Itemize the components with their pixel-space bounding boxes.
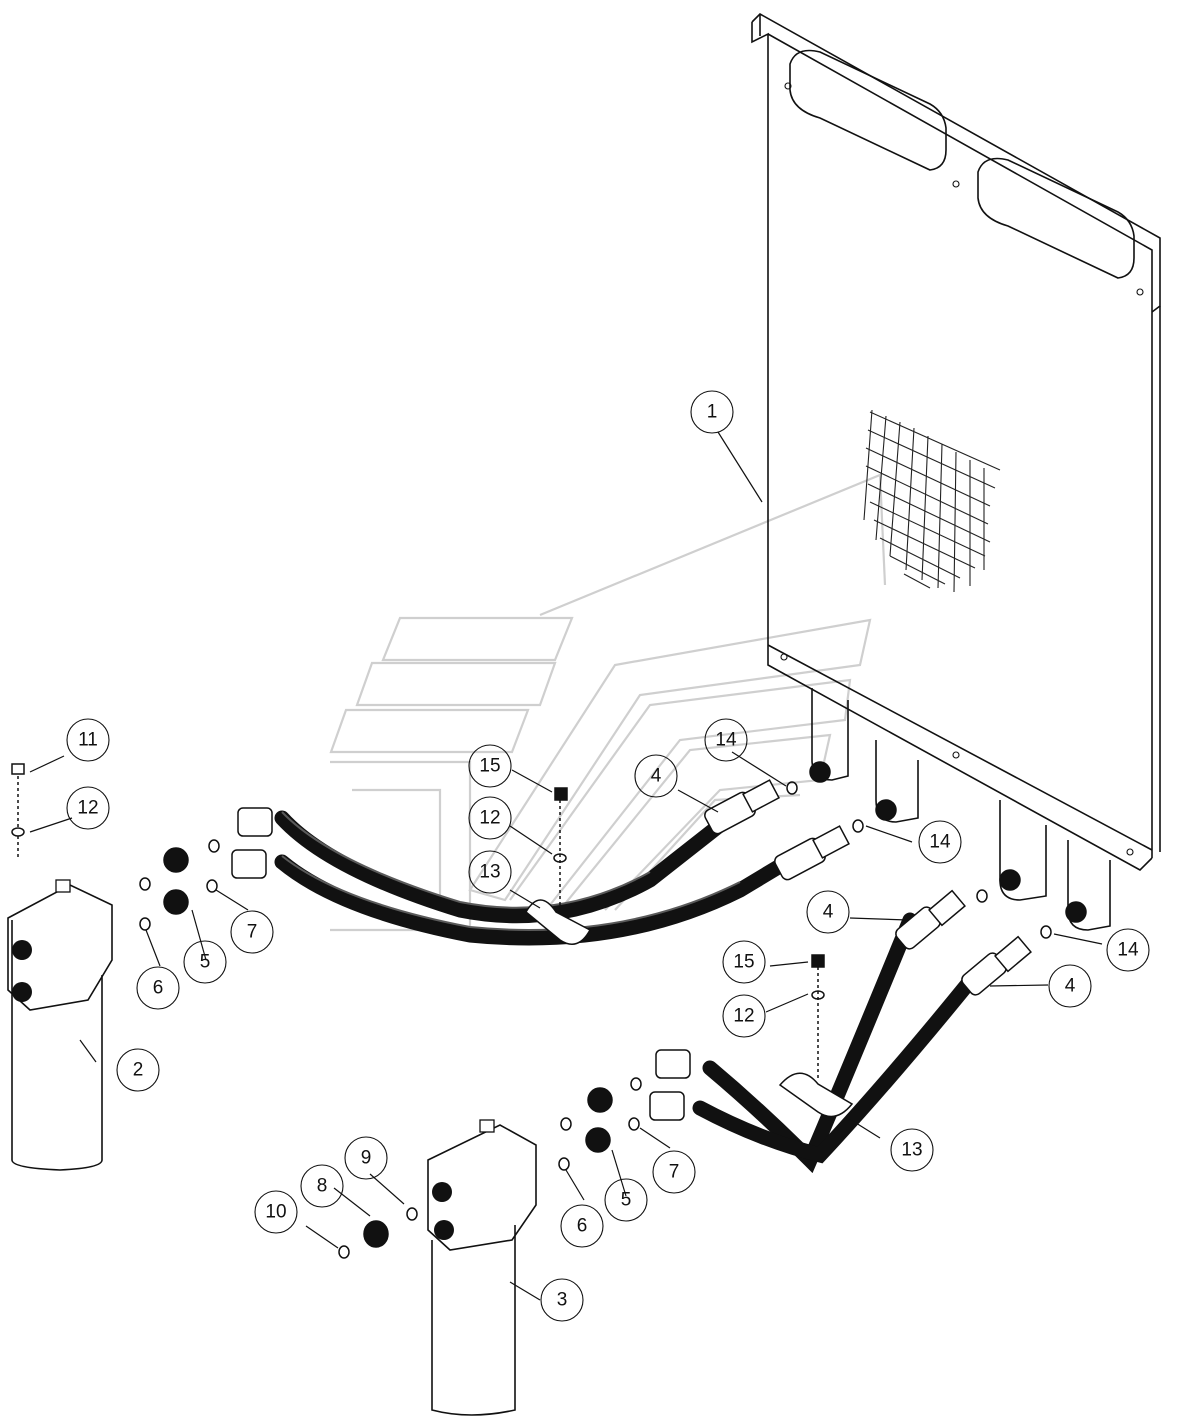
svg-text:10: 10 xyxy=(265,1202,286,1223)
svg-text:6: 6 xyxy=(577,1216,588,1237)
svg-text:12: 12 xyxy=(479,808,500,829)
callout-3: 3 xyxy=(540,1278,584,1322)
svg-text:12: 12 xyxy=(733,1006,754,1027)
callout-5-left: 5 xyxy=(183,940,227,984)
filter-assembly-3 xyxy=(427,1119,537,1416)
callout-1: 1 xyxy=(690,390,734,434)
callout-6-lower: 6 xyxy=(560,1204,604,1248)
callout-15-upper: 15 xyxy=(468,744,512,788)
svg-text:7: 7 xyxy=(669,1162,680,1183)
filter-assembly-2 xyxy=(7,879,113,1171)
callout-13-lower: 13 xyxy=(890,1128,934,1172)
adapters-and-orings xyxy=(11,761,1087,1259)
svg-text:12: 12 xyxy=(77,798,98,819)
hose-clamps xyxy=(525,899,854,1118)
callout-7-lower: 7 xyxy=(652,1150,696,1194)
svg-text:2: 2 xyxy=(133,1060,144,1081)
svg-text:13: 13 xyxy=(901,1140,922,1161)
radiator-core-mesh xyxy=(863,409,1001,593)
callout-14-middle: 14 xyxy=(918,820,962,864)
svg-text:7: 7 xyxy=(247,922,258,943)
svg-text:1: 1 xyxy=(707,402,718,423)
callout-11: 11 xyxy=(66,718,110,762)
leader-lines xyxy=(29,431,1103,1301)
callout-6-left: 6 xyxy=(136,966,180,1010)
svg-text:9: 9 xyxy=(361,1148,372,1169)
callout-15-lower: 15 xyxy=(722,940,766,984)
hose-fittings xyxy=(231,779,1032,1121)
callout-14-right: 14 xyxy=(1106,928,1150,972)
hydraulic-hoses xyxy=(274,810,983,1174)
radiator-panel xyxy=(751,13,1161,871)
radiator-outlet-brackets xyxy=(811,688,1111,931)
svg-text:6: 6 xyxy=(153,978,164,999)
callout-4-upper: 4 xyxy=(634,754,678,798)
svg-text:5: 5 xyxy=(200,952,211,973)
svg-text:11: 11 xyxy=(78,730,98,751)
callout-12-upper: 12 xyxy=(468,796,512,840)
svg-text:5: 5 xyxy=(621,1190,632,1211)
svg-text:15: 15 xyxy=(733,952,754,973)
svg-text:4: 4 xyxy=(651,766,662,787)
callout-12-left: 12 xyxy=(66,786,110,830)
callout-5-lower: 5 xyxy=(604,1178,648,1222)
svg-text:14: 14 xyxy=(929,832,951,853)
callout-2: 2 xyxy=(116,1048,160,1092)
svg-text:3: 3 xyxy=(557,1290,568,1311)
callout-4-right: 4 xyxy=(1048,964,1092,1008)
svg-text:14: 14 xyxy=(1117,940,1139,961)
callout-12-lower: 12 xyxy=(722,994,766,1038)
svg-text:13: 13 xyxy=(479,862,500,883)
svg-text:15: 15 xyxy=(479,756,500,777)
callout-8: 8 xyxy=(300,1164,344,1208)
callout-4-middle: 4 xyxy=(806,890,850,934)
callout-9: 9 xyxy=(344,1136,388,1180)
svg-text:4: 4 xyxy=(823,902,834,923)
svg-text:4: 4 xyxy=(1065,976,1076,997)
svg-text:8: 8 xyxy=(317,1176,328,1197)
callout-14-upper: 14 xyxy=(704,718,748,762)
callout-7-left: 7 xyxy=(230,910,274,954)
callout-13-upper: 13 xyxy=(468,850,512,894)
svg-text:14: 14 xyxy=(715,730,737,751)
callout-10: 10 xyxy=(254,1190,298,1234)
